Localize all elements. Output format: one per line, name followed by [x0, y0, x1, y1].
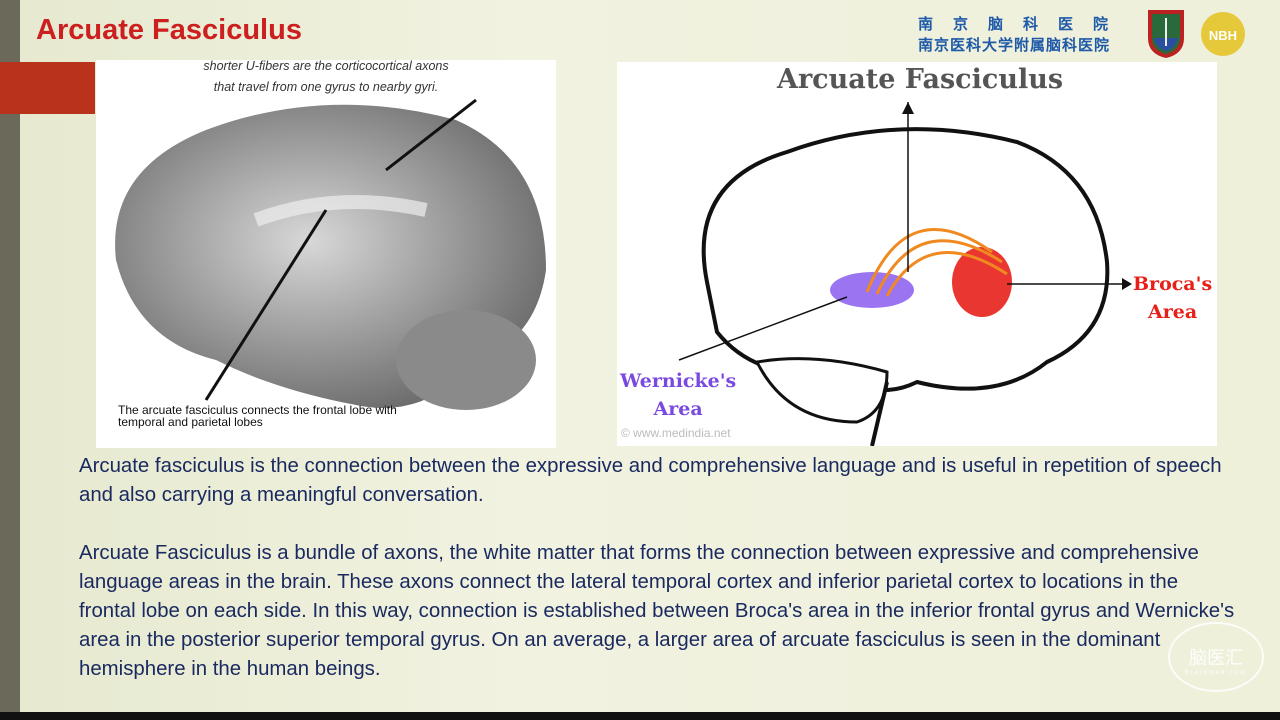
- caption-bottom: The arcuate fasciculus connects the fron…: [118, 403, 397, 429]
- bottom-bar: [0, 712, 1280, 720]
- watermark-text: 脑医汇: [1189, 648, 1243, 668]
- left-bar: [0, 0, 20, 712]
- hospital-name: 南京脑科医院 南京医科大学附属脑科医院: [918, 14, 1128, 56]
- broca-label-line2: Area: [1147, 301, 1198, 323]
- hospital-shield-logo: [1148, 10, 1184, 58]
- wernicke-label: Wernicke's Area: [620, 367, 736, 423]
- paragraph-2: Arcuate Fasciculus is a bundle of axons,…: [79, 542, 1235, 680]
- caption-top: shorter U-fibers are the corticocortical…: [96, 56, 556, 98]
- accent-block: [0, 62, 95, 114]
- brain-dissection-image: shorter U-fibers are the corticocortical…: [96, 59, 556, 448]
- brain-photo: [115, 98, 546, 410]
- wernicke-label-line1: Wernicke's: [620, 370, 737, 392]
- slide-body: Arcuate fasciculus is the connection bet…: [79, 452, 1239, 713]
- svg-text:NBH: NBH: [1209, 28, 1237, 43]
- caption-top-line2: that travel from one gyrus to nearby gyr…: [213, 80, 439, 94]
- broca-area-mark: [952, 247, 1012, 317]
- watermark: 脑医汇 Brainmed.com: [1168, 622, 1264, 692]
- slide-title: Arcuate Fasciculus: [36, 14, 302, 46]
- broca-label: Broca's Area: [1133, 270, 1212, 326]
- hospital-name-line2: 南京医科大学附属脑科医院: [918, 37, 1111, 54]
- paragraph-1: Arcuate fasciculus is the connection bet…: [79, 455, 1222, 506]
- watermark-sub: Brainmed.com: [1184, 670, 1248, 676]
- arcuate-diagram: Arcuate Fasciculus Broca's Area Wernicke…: [617, 62, 1217, 446]
- image-credit: © www.medindia.net: [621, 426, 731, 440]
- brain-diagram: [678, 102, 1132, 446]
- wernicke-label-line2: Area: [653, 398, 703, 420]
- nbh-seal-logo: NBH: [1201, 12, 1245, 56]
- hospital-name-line1: 南京脑科医院: [918, 16, 1129, 33]
- wernicke-area-mark: [830, 272, 914, 308]
- caption-top-line1: shorter U-fibers are the corticocortical…: [203, 59, 449, 73]
- diagram-title: Arcuate Fasciculus: [777, 64, 1064, 95]
- broca-label-line1: Broca's: [1133, 273, 1213, 295]
